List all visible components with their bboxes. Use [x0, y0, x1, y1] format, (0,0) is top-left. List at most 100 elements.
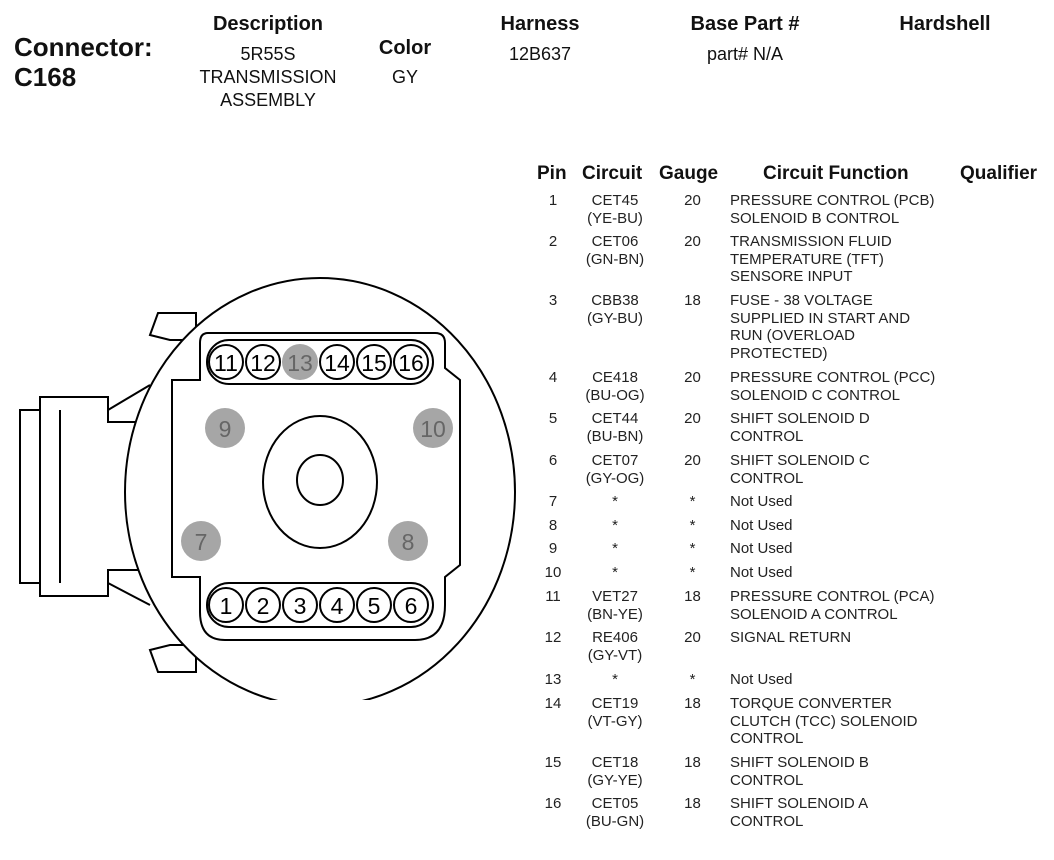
circuit-code: VET27 (BN-YE) [587, 588, 643, 623]
pin-number: 12 [544, 629, 562, 646]
svg-text:16: 16 [398, 350, 424, 376]
svg-text:6: 6 [405, 593, 418, 619]
wire-gauge: 20 [684, 452, 701, 469]
function-column-header: Circuit Function [763, 163, 909, 184]
svg-text:13: 13 [287, 350, 313, 376]
color-header: Color [378, 37, 432, 59]
connector-id: C168 [14, 62, 77, 92]
housing-wedge [107, 384, 151, 606]
circuit-function: SHIFT SOLENOID A CONTROL [730, 795, 869, 830]
wire-gauge: 20 [684, 410, 701, 427]
pin-number: 11 [545, 588, 561, 605]
wire-gauge: 18 [684, 588, 701, 605]
connector-label: Connector: [14, 32, 153, 62]
svg-text:1: 1 [220, 593, 233, 619]
circuit-function: Not Used [730, 517, 793, 534]
circuit-code: CET18 (GY-YE) [587, 754, 643, 789]
qualifier-column-header: Qualifier [960, 163, 1038, 184]
circuit-code: * [612, 517, 618, 534]
pin-number: 9 [548, 540, 558, 557]
hardshell-header: Hardshell [899, 13, 991, 35]
svg-text:3: 3 [294, 593, 307, 619]
circuit-code: * [612, 671, 618, 688]
wire-gauge: 20 [684, 192, 701, 209]
pin-5: 5 [356, 587, 392, 623]
pin-9: 9 [205, 408, 245, 448]
svg-text:7: 7 [195, 529, 208, 555]
circuit-function: Not Used [730, 564, 793, 581]
wire-gauge: 18 [684, 695, 701, 712]
circuit-function: Not Used [730, 540, 793, 557]
base-part-value: part# N/A [706, 44, 784, 64]
svg-text:9: 9 [219, 416, 232, 442]
description-value: 5R55S TRANSMISSION ASSEMBLY [199, 44, 337, 110]
pin-12: 12 [245, 344, 281, 380]
gauge-column-header: Gauge [659, 163, 719, 184]
wire-gauge: * [689, 564, 696, 581]
base-part-header: Base Part # [690, 13, 800, 35]
pin-number: 13 [544, 671, 562, 688]
pin-number: 16 [544, 795, 562, 812]
pin-number: 6 [548, 452, 558, 469]
circuit-function: PRESSURE CONTROL (PCB) SOLENOID B CONTRO… [730, 192, 935, 227]
connector-diagram: 11 12 13 14 15 16 9 10 7 8 1 [19, 277, 516, 700]
circuit-function: FUSE - 38 VOLTAGE SUPPLIED IN START AND … [730, 292, 911, 362]
center-hole [296, 454, 344, 506]
wire-gauge: * [689, 671, 696, 688]
wire-gauge: * [689, 517, 696, 534]
pin-2: 2 [245, 587, 281, 623]
pin-number: 5 [548, 410, 558, 427]
pin-3: 3 [282, 587, 318, 623]
circuit-function: Not Used [730, 671, 793, 688]
circuit-column-header: Circuit [582, 163, 643, 184]
pin-16: 16 [393, 344, 429, 380]
pin-number: 3 [548, 292, 558, 309]
pin-11: 11 [208, 344, 244, 380]
pin-7: 7 [181, 521, 221, 561]
pin-4: 4 [319, 587, 355, 623]
pin-number: 8 [548, 517, 558, 534]
pin-1: 1 [208, 587, 244, 623]
svg-text:12: 12 [250, 350, 276, 376]
circuit-code: CET45 (YE-BU) [587, 192, 643, 227]
circuit-code: CET07 (GY-OG) [585, 452, 645, 487]
wire-gauge: 20 [684, 233, 701, 250]
color-value: GY [391, 67, 418, 87]
pin-column-header: Pin [537, 163, 567, 184]
svg-text:15: 15 [361, 350, 387, 376]
circuit-code: * [612, 493, 618, 510]
svg-text:14: 14 [324, 350, 350, 376]
circuit-code: CBB38 (GY-BU) [586, 292, 644, 327]
pin-number: 14 [544, 695, 562, 712]
wire-gauge: 20 [684, 629, 701, 646]
pin-number: 10 [544, 564, 562, 581]
pin-8: 8 [388, 521, 428, 561]
circuit-function: TRANSMISSION FLUID TEMPERATURE (TFT) SEN… [730, 233, 892, 285]
wire-gauge: 18 [684, 754, 701, 771]
wire-gauge: 18 [684, 292, 701, 309]
circuit-code: CET06 (GN-BN) [585, 233, 645, 268]
wire-gauge: 18 [684, 795, 701, 812]
circuit-code: CET44 (BU-BN) [586, 410, 644, 445]
wire-gauge: * [689, 540, 696, 557]
circuit-function: Not Used [730, 493, 793, 510]
pin-number: 4 [548, 369, 558, 386]
svg-text:8: 8 [402, 529, 415, 555]
circuit-code: CE418 (BU-OG) [585, 369, 645, 404]
svg-text:4: 4 [331, 593, 344, 619]
circuit-function: PRESSURE CONTROL (PCC) SOLENOID C CONTRO… [730, 369, 936, 404]
circuit-function: SHIFT SOLENOID D CONTROL [730, 410, 870, 445]
plug-housing [19, 396, 143, 597]
description-header: Description [212, 13, 324, 35]
circuit-function: SIGNAL RETURN [730, 629, 852, 646]
circuit-function: TORQUE CONVERTER CLUTCH (TCC) SOLENOID C… [730, 695, 918, 747]
circuit-code: * [612, 540, 618, 557]
pin-13: 13 [282, 344, 318, 380]
svg-text:10: 10 [420, 416, 446, 442]
circuit-code: CET19 (VT-GY) [587, 695, 643, 730]
circuit-code: CET05 (BU-GN) [585, 795, 645, 830]
pin-15: 15 [356, 344, 392, 380]
pin-number: 1 [548, 192, 558, 209]
pin-number: 2 [548, 233, 558, 250]
pin-14: 14 [319, 344, 355, 380]
